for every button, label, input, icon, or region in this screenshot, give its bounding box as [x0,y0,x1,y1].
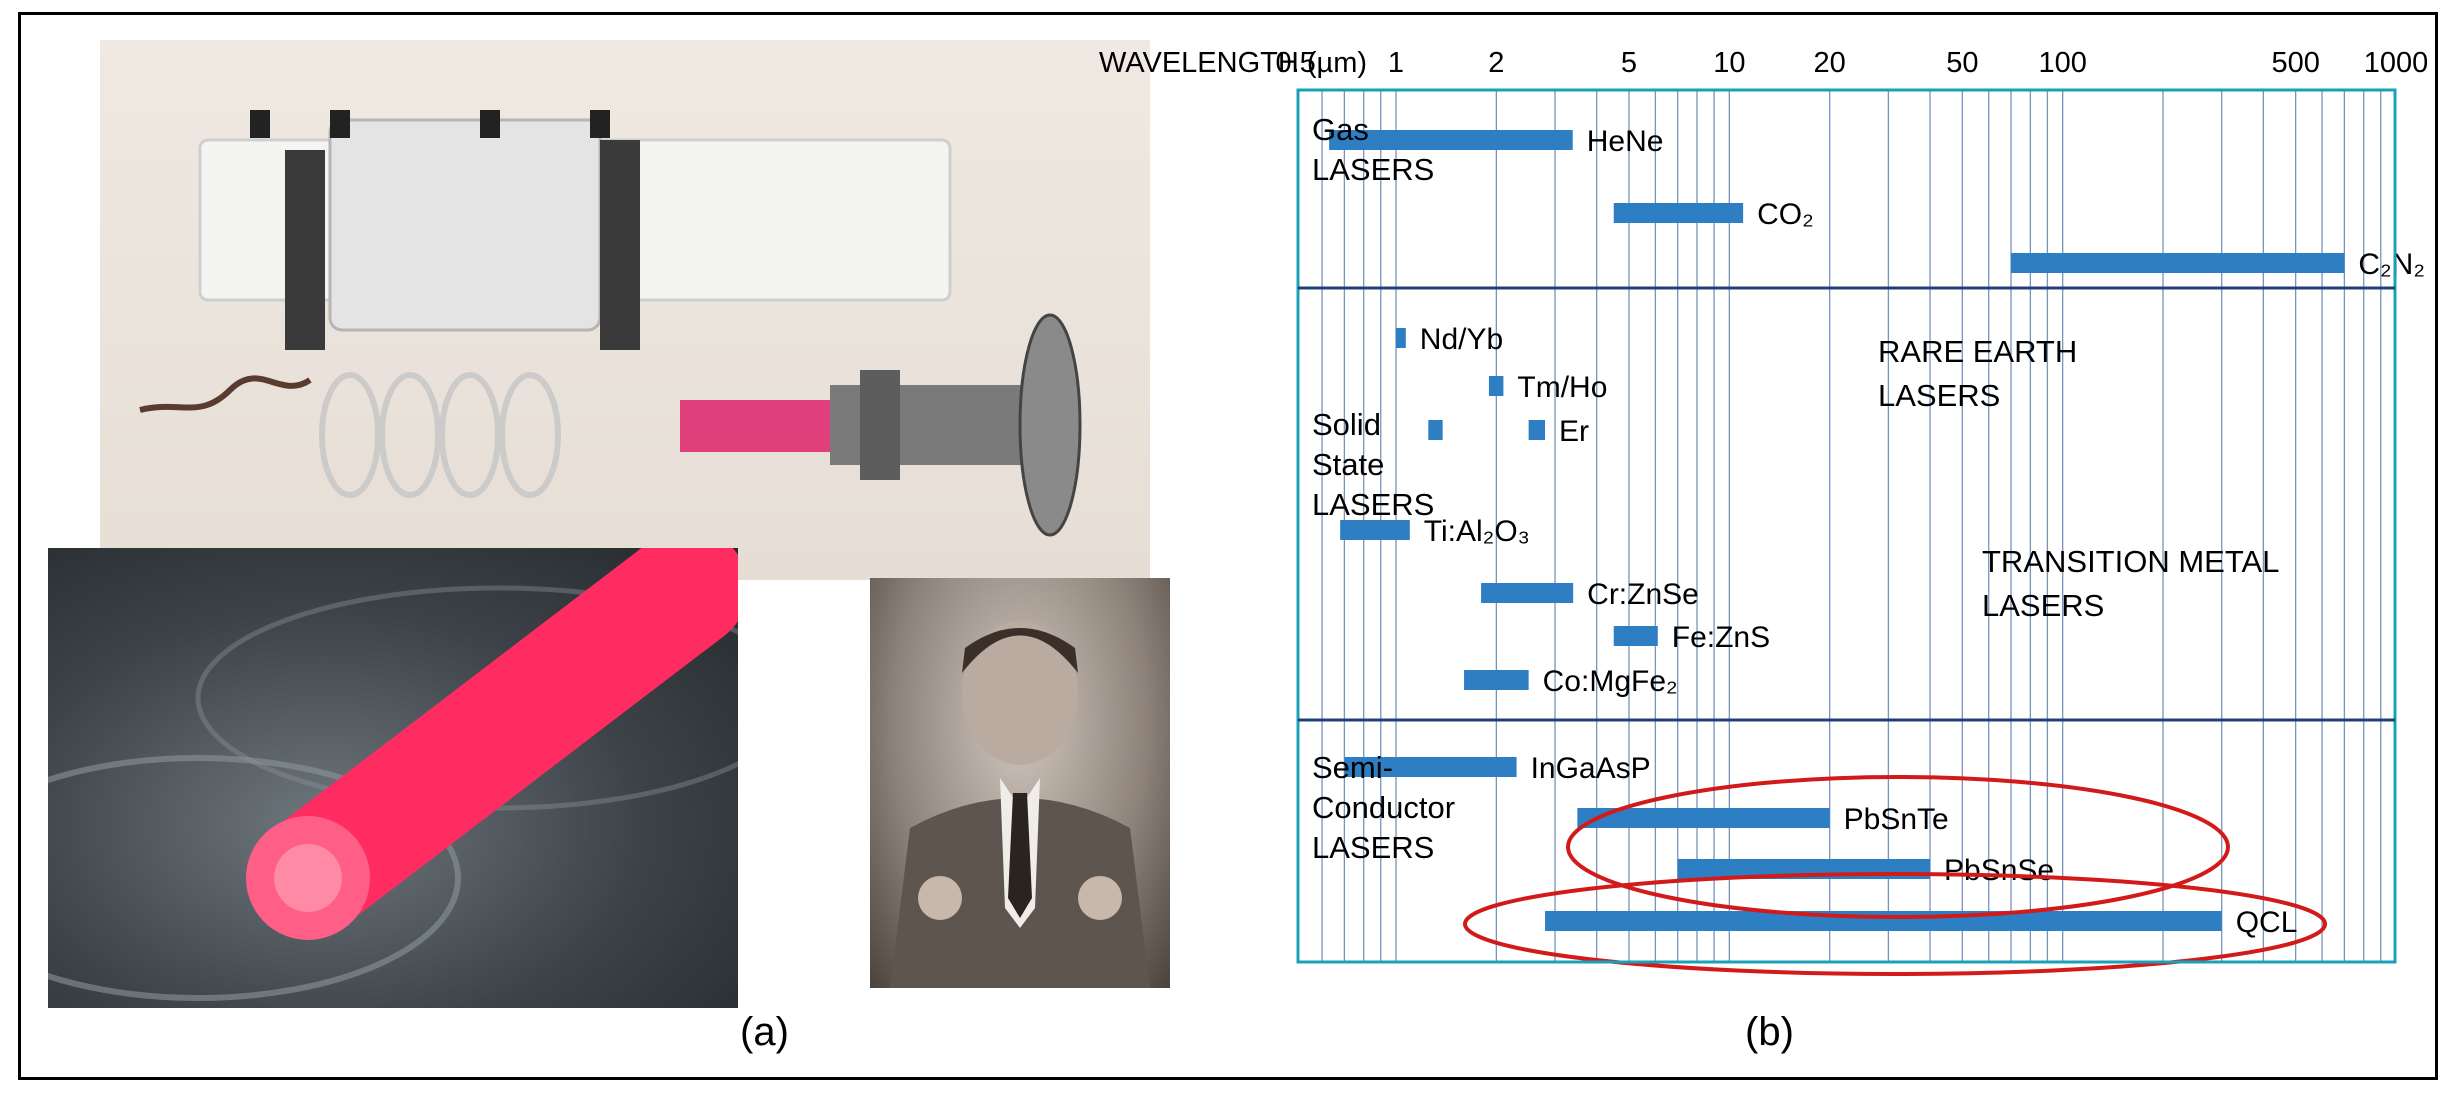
x-tick-label: 500 [2271,47,2319,79]
group-label: Gas [1312,112,1369,147]
laser-head-assembly-photo [100,40,1150,580]
ruby-rod-illustration [48,548,738,1001]
group-label: State [1312,447,1384,482]
x-tick-label: 1 [1388,47,1404,79]
laser-bars [1329,130,2345,931]
group-label: Semi- [1312,750,1393,785]
x-tick-label: 5 [1621,47,1637,79]
laser-bar [1545,911,2222,931]
laser-bar [1613,626,1658,646]
laser-label: PbSnSe [1944,854,2054,887]
x-tick-label: 2 [1488,47,1504,79]
highlight-ellipse [1463,872,2327,976]
x-tick-label: 50 [1946,47,1978,79]
laser-bar [1344,757,1517,777]
group-label: LASERS [1312,487,1434,522]
laser-label: C₂N₂ [2358,248,2425,281]
laser-bar [2011,253,2345,273]
laser-bar [1528,420,1546,440]
x-tick-label: 10 [1713,47,1745,79]
highlight-ellipse [1566,775,2230,919]
region-labels: RARE EARTH LASERS TRANSITION METAL LASERS [1878,334,2279,623]
portrait-illustration [890,621,1150,988]
highlight-ellipses [1463,775,2327,976]
panel-b-caption: (b) [1745,1010,1794,1054]
group-label: LASERS [1312,830,1434,865]
figure-frame [18,12,2438,1080]
laser-label: CO₂ [1757,198,1814,231]
group-label: Solid [1312,407,1381,442]
panel-a-caption: (a) [740,1010,789,1054]
x-tick-label: 1000 [2364,47,2429,79]
x-tick-label: 100 [2038,47,2086,79]
laser-bar [1428,420,1443,440]
laser-label: InGaAsP [1531,752,1651,785]
laser-label: QCL [2236,906,2298,939]
x-tick-label: 20 [1814,47,1846,79]
x-axis-title: WAVELENGTH (µm) [1099,47,1367,79]
region-label: RARE EARTH [1878,334,2077,369]
group-label: Conductor [1312,790,1455,825]
laser-bar [1488,376,1504,396]
group-label: LASERS [1312,152,1434,187]
laser-bar [1613,203,1744,223]
laser-bar [1329,130,1573,150]
laser-bar [1464,670,1529,690]
laser-bar [1577,808,1830,828]
laser-label: Co:MgFe₂ [1543,665,1678,698]
glowing-ruby-rod-photo [48,548,738,1008]
laser-bar [1340,520,1410,540]
laser-bar [1481,583,1574,603]
region-label: LASERS [1878,378,2000,413]
laser-label: Ti:Al₂O₃ [1424,515,1530,548]
region-label: TRANSITION METAL [1982,544,2279,579]
inventor-portrait-photo [870,578,1170,988]
region-label: LASERS [1982,588,2104,623]
x-tick-label: 0.5 [1275,47,1315,79]
laser-label: Er [1559,415,1589,448]
laser-bar [1396,328,1406,348]
laser-label: Tm/Ho [1517,371,1607,404]
laser-label: HeNe [1587,125,1664,158]
laser-label: Nd/Yb [1420,323,1503,356]
laser-label: PbSnTe [1844,803,1949,836]
laser-label: Fe:ZnS [1672,621,1770,654]
laser-label: Cr:ZnSe [1587,578,1699,611]
chart-frame [1296,88,2397,964]
x-axis-ticks: 0.5 1 2 5 10 20 50 100 500 1000 [1275,47,2428,79]
group-labels: GasLASERSSolidStateLASERSSemi-ConductorL… [1312,112,1455,865]
laser-assembly-illustration [139,110,1082,537]
